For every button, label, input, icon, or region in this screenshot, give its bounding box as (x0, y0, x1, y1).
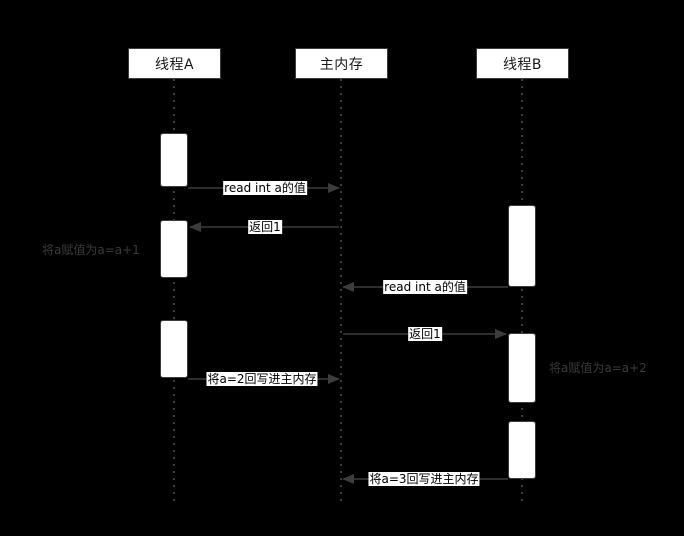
message-label-return-1-threadB: 返回1 (408, 327, 442, 341)
lifeline-label-threadA: 线程A (154, 56, 195, 73)
message-label-read-a-threadA: read int a的值 (223, 181, 307, 195)
activation-bar-threadB-2[interactable] (508, 333, 536, 403)
note-assign-a-plus-2: 将a赋值为a=a+2 (549, 361, 647, 375)
activation-bar-threadA-2[interactable] (160, 220, 188, 278)
lifeline-dashes (173, 79, 523, 506)
activation-bar-threadA-3[interactable] (160, 320, 188, 378)
activation-bar-threadB-1[interactable] (508, 205, 536, 287)
lifeline-label-mainMemory: 主内存 (319, 56, 364, 73)
lifeline-header-threadA[interactable]: 线程A (128, 48, 221, 79)
lifeline-header-mainMemory[interactable]: 主内存 (295, 48, 388, 79)
activation-bar-threadB-3[interactable] (508, 421, 536, 479)
message-label-writeback-3: 将a=3回写进主内存 (368, 472, 480, 486)
message-arrows (188, 183, 508, 484)
note-assign-a-plus-1: 将a赋值为a=a+1 (42, 243, 140, 257)
message-label-writeback-2: 将a=2回写进主内存 (206, 372, 318, 386)
message-label-read-a-threadB: read int a的值 (383, 280, 467, 294)
lifeline-label-threadB: 线程B (502, 56, 543, 73)
message-label-return-1-threadA: 返回1 (248, 220, 282, 234)
lifeline-header-threadB[interactable]: 线程B (476, 48, 569, 79)
activation-bar-threadA-1[interactable] (160, 133, 188, 187)
